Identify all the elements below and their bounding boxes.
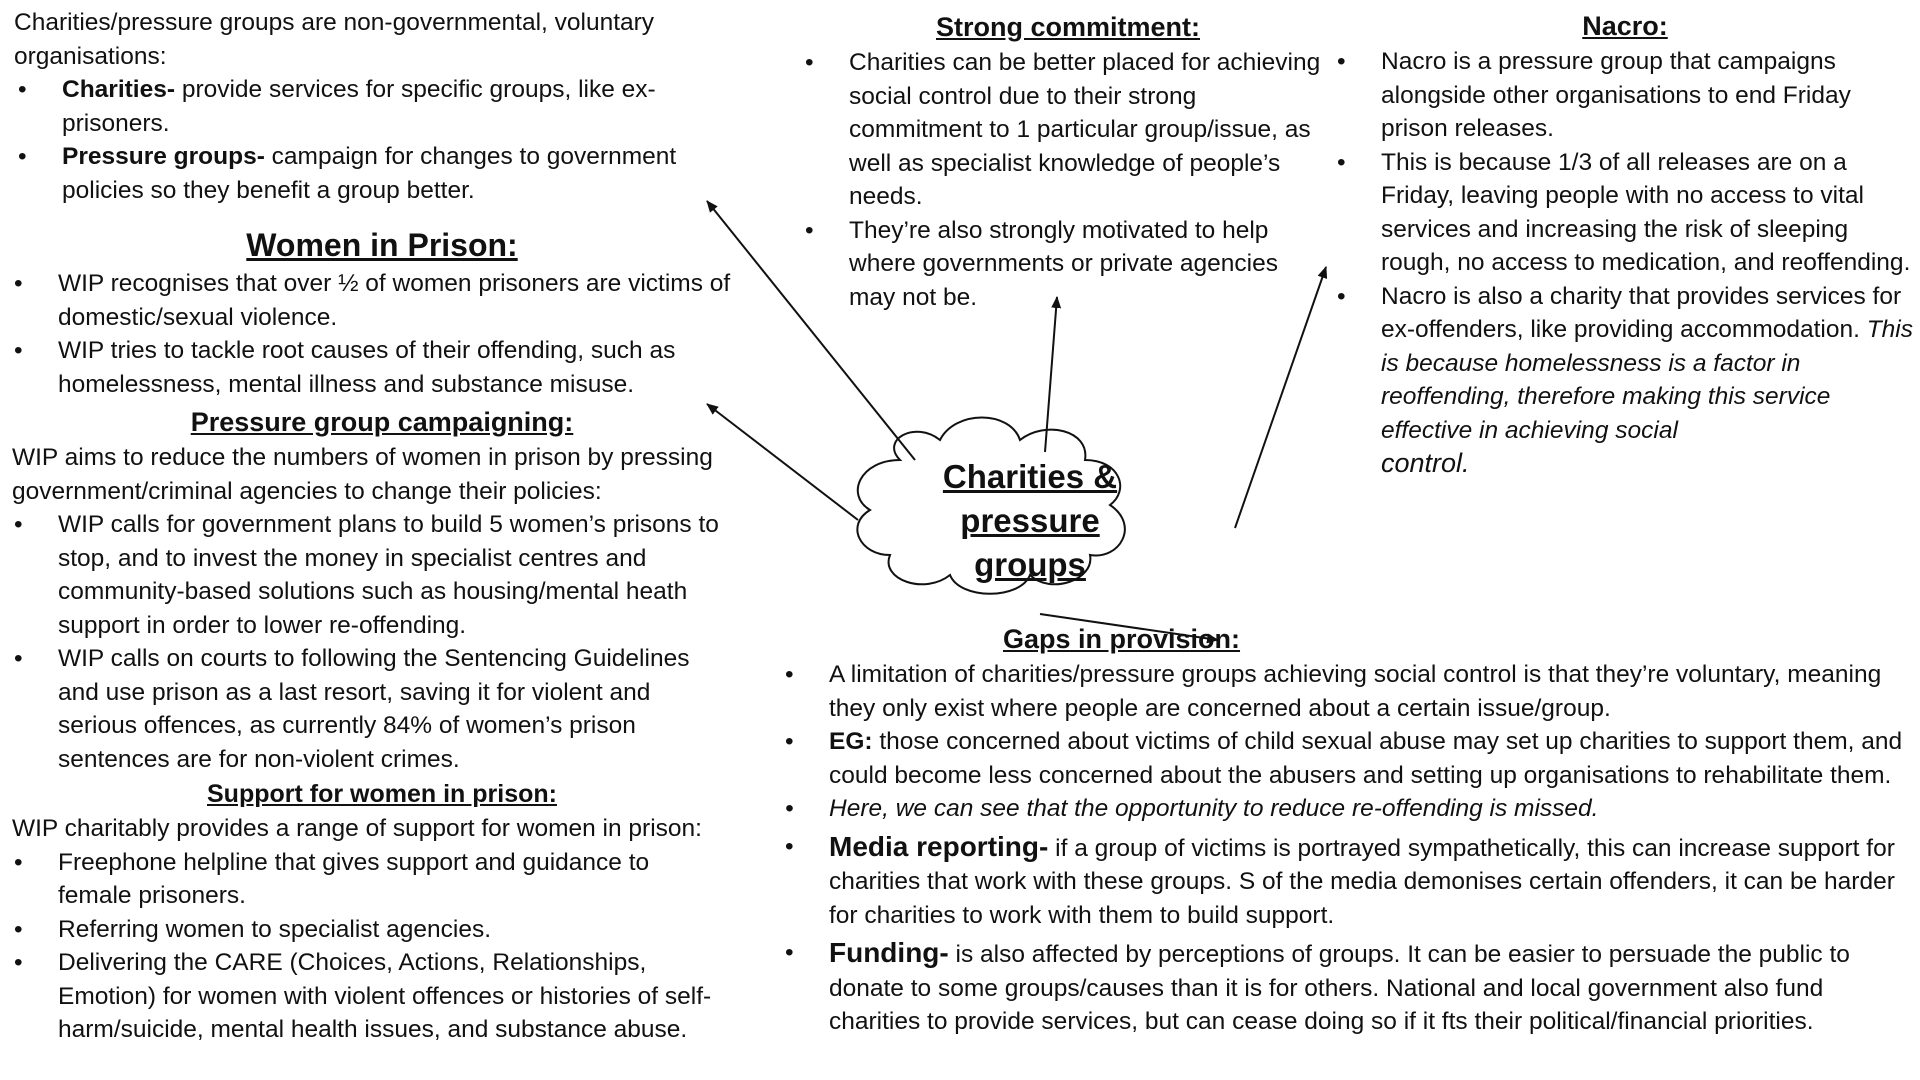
support-list: Freephone helpline that gives support an… [12,846,712,1047]
center-cloud [856,416,1126,595]
center-line-1: Charities & [942,458,1118,495]
list-item: WIP calls on courts to following the Sen… [12,642,732,776]
list-item: Nacro is a pressure group that campaigns… [1335,45,1915,146]
gaps-section: Gaps in provision: A limitation of chari… [783,620,1918,1039]
list-item: WIP tries to tackle root causes of their… [12,334,732,401]
gaps-item-lead: EG: [829,728,873,755]
list-item: A limitation of charities/pressure group… [783,658,1918,725]
campaigning-text: WIP aims to reduce the numbers of women … [12,444,713,505]
list-item: Media reporting- if a group of victims i… [783,830,1918,933]
campaigning-list: WIP calls for government plans to build … [12,508,732,776]
commitment-section: Strong commitment: Charities can be bett… [803,8,1323,314]
list-item: This is because 1/3 of all releases are … [1335,146,1915,280]
intro-section: Charities/pressure groups are non-govern… [14,6,714,207]
nacro-item-italic: This is because homelessness is a factor… [1381,316,1914,444]
center-topic: Charities & pressure groups [910,455,1150,587]
list-item: Here, we can see that the opportunity to… [783,792,1918,826]
list-item: WIP recognises that over ½ of women pris… [12,267,732,334]
intro-item-text: campaign for changes to government polic… [62,143,677,204]
commitment-title: Strong commitment: [935,12,1200,42]
support-title: Support for women in prison: [207,780,557,808]
center-line-3: groups [974,546,1086,583]
intro-item-lead: Charities- [62,76,176,103]
intro-text: Charities/pressure groups are non-govern… [14,9,655,70]
intro-list: Charities- provide services for specific… [16,73,714,207]
list-item: Delivering the CARE (Choices, Actions, R… [12,946,712,1047]
arrow-to-campaigning [706,403,859,521]
gaps-item-text: is also affected by perceptions of group… [829,941,1850,1035]
gaps-list: A limitation of charities/pressure group… [783,658,1918,1039]
intro-item-lead: Pressure groups- [62,143,265,170]
campaigning-title: Pressure group campaigning: [190,407,574,437]
gaps-item-text: if a group of victims is portrayed sympa… [829,834,1895,929]
gaps-title: Gaps in provision: [1003,624,1241,654]
list-item: Freephone helpline that gives support an… [12,846,712,913]
women-in-prison-list: WIP recognises that over ½ of women pris… [12,267,732,401]
list-item: Nacro is also a charity that provides se… [1335,280,1915,481]
arrow-to-intro [706,200,916,461]
gaps-item-text: those concerned about victims of child s… [829,728,1903,789]
commitment-list: Charities can be better placed for achie… [803,46,1323,314]
nacro-item-end: control. [1381,448,1470,478]
nacro-section: Nacro: Nacro is a pressure group that ca… [1335,7,1915,481]
women-in-prison-title: Women in Prison: [246,227,518,263]
nacro-title: Nacro: [1582,11,1668,41]
women-in-prison-section: Women in Prison: WIP recognises that ove… [12,223,732,401]
list-item: Charities- provide services for specific… [16,73,714,140]
list-item: Charities can be better placed for achie… [803,46,1323,214]
gaps-item-lead: Funding- [829,937,949,968]
list-item: They’re also strongly motivated to help … [803,214,1323,315]
nacro-item-text: Nacro is also a charity that provides se… [1381,282,1902,344]
nacro-list: Nacro is a pressure group that campaigns… [1335,45,1915,481]
gaps-item-lead: Media reporting- [829,830,1049,862]
list-item: Funding- is also affected by perceptions… [783,936,1918,1039]
list-item: Referring women to specialist agencies. [12,913,712,947]
campaigning-section: Pressure group campaigning: WIP aims to … [12,403,752,776]
list-item: EG: those concerned about victims of chi… [783,725,1918,792]
arrow-to-gaps [1039,613,1219,644]
arrow-to-commitment [1044,296,1062,453]
list-item: WIP calls for government plans to build … [12,508,732,642]
support-section: Support for women in prison: WIP charita… [12,777,752,1047]
list-item: Pressure groups- campaign for changes to… [16,140,714,207]
center-line-2: pressure [960,502,1100,539]
support-text: WIP charitably provides a range of suppo… [12,815,702,842]
intro-item-text: provide services for specific groups, li… [62,76,656,137]
